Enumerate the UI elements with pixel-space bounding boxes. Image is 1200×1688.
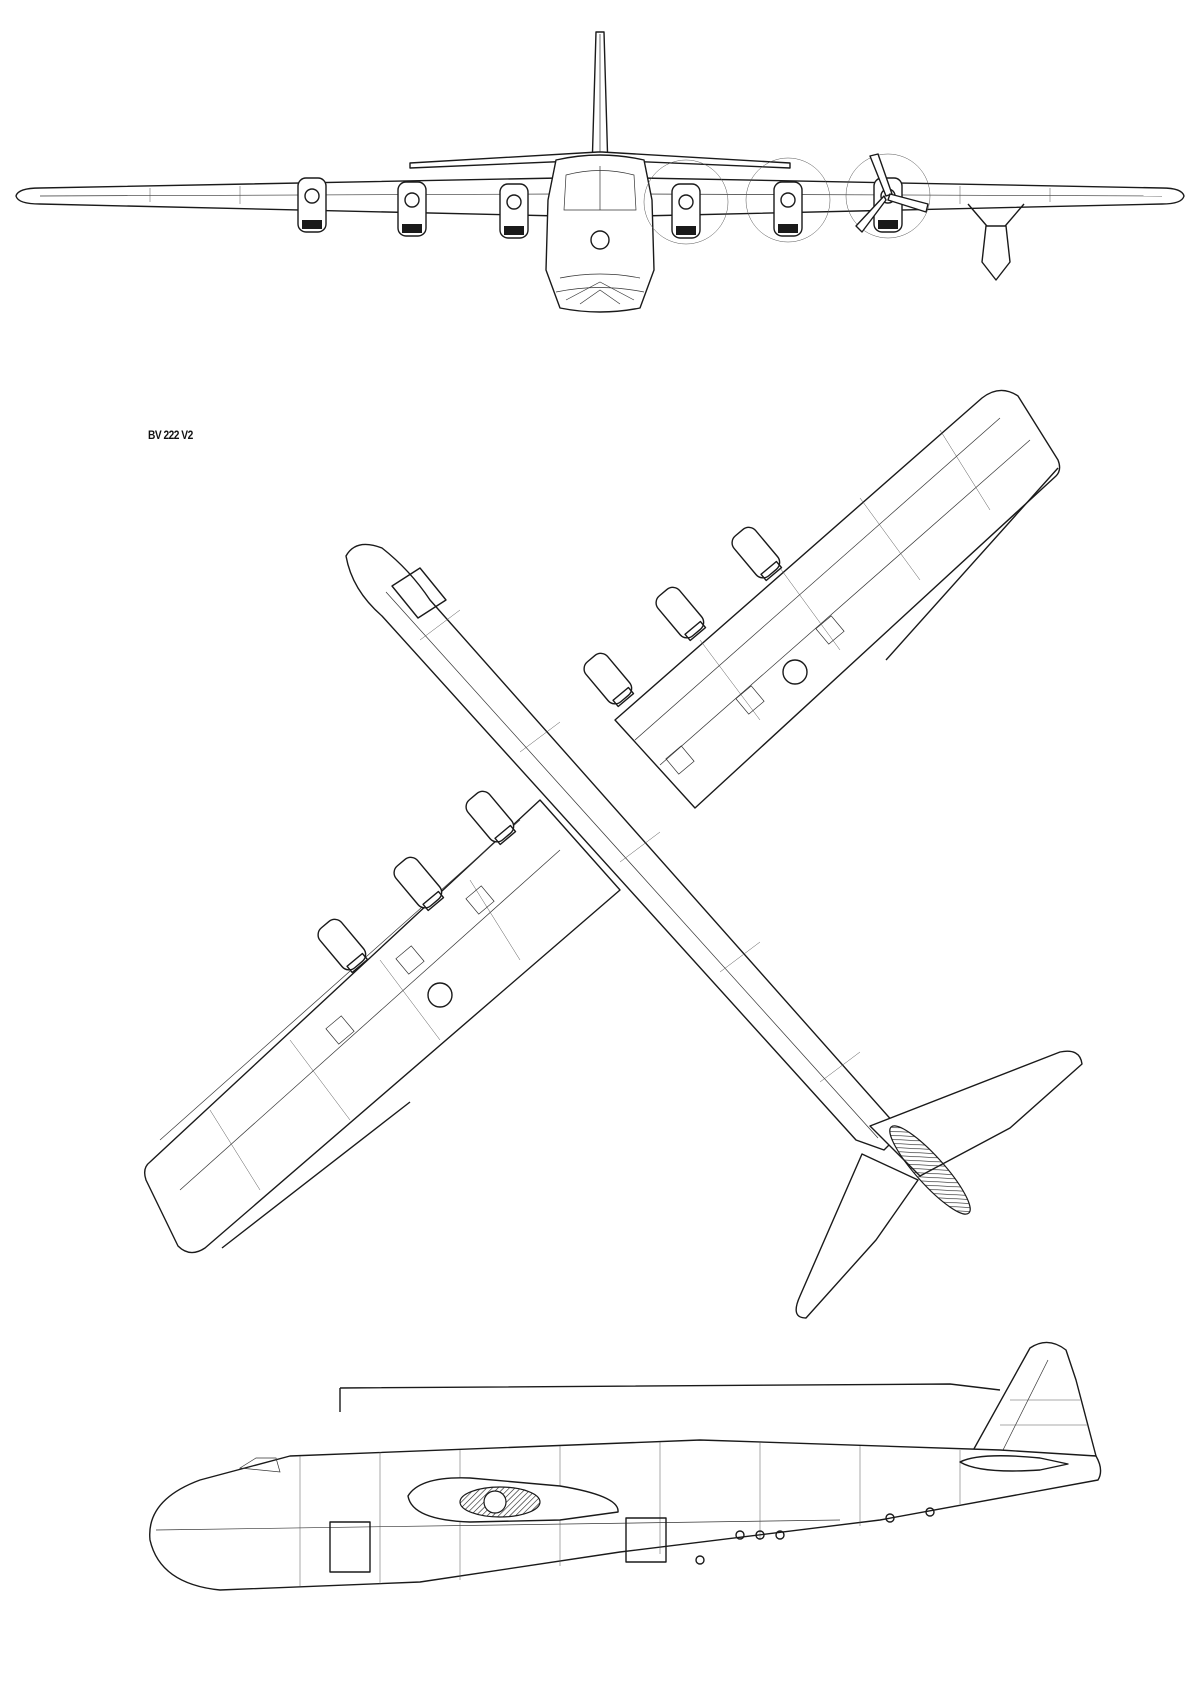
plan-view-wing-lower bbox=[143, 799, 621, 1254]
plan-view bbox=[143, 389, 1083, 1319]
plan-view-engine bbox=[655, 586, 707, 642]
plan-view-wing-upper bbox=[614, 389, 1061, 809]
side-view-hatch bbox=[329, 1521, 371, 1573]
front-view-prop-disc bbox=[745, 157, 831, 243]
front-view-hull bbox=[545, 154, 655, 313]
side-view-fin bbox=[969, 1341, 1097, 1457]
front-view bbox=[15, 31, 1185, 313]
side-view-hatch bbox=[625, 1517, 667, 1563]
plan-view-engine bbox=[583, 652, 635, 708]
front-view-engine-2 bbox=[397, 181, 427, 237]
plan-view-roundel bbox=[782, 659, 808, 685]
front-view-engine-5 bbox=[773, 181, 803, 237]
side-view-portholes bbox=[695, 1507, 935, 1565]
plan-view-fuselage bbox=[345, 543, 903, 1151]
plan-view-engine bbox=[465, 790, 517, 846]
plan-view-engine bbox=[317, 918, 369, 974]
front-view-prop-disc bbox=[643, 159, 729, 245]
plan-view-engine bbox=[393, 856, 445, 912]
side-view-antenna bbox=[339, 1383, 1001, 1412]
front-view-propeller bbox=[855, 153, 929, 233]
plan-view-fin bbox=[889, 1125, 971, 1215]
plan-view-roundel bbox=[427, 982, 453, 1008]
front-view-engine-3 bbox=[499, 183, 529, 239]
aircraft-designation: BV 222 V2 bbox=[148, 428, 193, 442]
side-view-cockpit bbox=[238, 1457, 281, 1473]
plan-view-cockpit bbox=[391, 567, 447, 619]
plan-view-engine bbox=[731, 526, 783, 582]
front-view-engine-4 bbox=[671, 183, 701, 239]
front-view-wingtip-float bbox=[967, 203, 1025, 281]
front-view-prop-disc bbox=[845, 153, 931, 239]
side-view-hull bbox=[149, 1439, 1102, 1591]
side-view-tailplane bbox=[959, 1455, 1069, 1472]
front-view-engine-1 bbox=[297, 177, 327, 233]
